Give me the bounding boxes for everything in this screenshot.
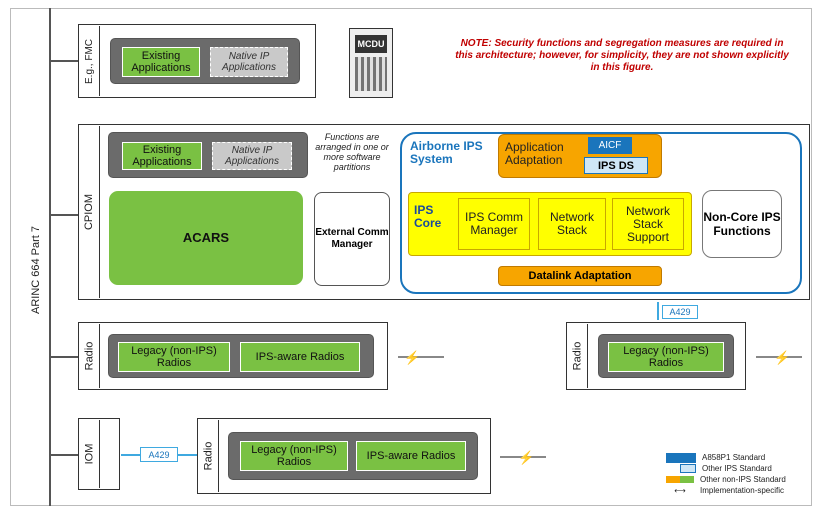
radio3-ips-aware: IPS-aware Radios xyxy=(356,441,466,471)
legend-other-non-ips: Other non-IPS Standard xyxy=(666,474,810,485)
cpiom-native-ip-apps: Native IP Applications xyxy=(212,142,292,170)
bus-connector-fmc xyxy=(50,60,78,62)
app-adaptation-label: Application Adaptation xyxy=(505,140,564,167)
acars-box: ACARS xyxy=(108,190,304,286)
a429-vertical-arrow xyxy=(657,302,659,320)
legend-other-ips-swatch xyxy=(680,464,696,473)
bus-connector-cpiom xyxy=(50,214,78,216)
bus-connector-radio1 xyxy=(50,356,78,358)
radio2-bolt: ⚡ xyxy=(774,350,791,365)
mcdu-device: MCDU xyxy=(349,28,393,98)
radio3-side-label: Radio xyxy=(199,420,219,492)
radio3-legacy: Legacy (non-IPS) Radios xyxy=(240,441,348,471)
network-stack: Network Stack xyxy=(538,198,606,250)
radio1-bolt: ⚡ xyxy=(404,350,421,365)
ips-comm-manager: IPS Comm Manager xyxy=(458,198,530,250)
cpiom-side-label: CPIOM xyxy=(80,126,100,298)
ips-system-title: Airborne IPS System xyxy=(410,139,483,166)
arinc-bus-label: ARINC 664 Part 7 xyxy=(30,225,43,315)
mcdu-screen: MCDU xyxy=(355,35,387,53)
radio1-legacy: Legacy (non-IPS) Radios xyxy=(118,342,230,372)
non-core-ips-functions: Non-Core IPS Functions xyxy=(702,190,782,258)
radio2-side-label: Radio xyxy=(568,324,588,388)
legend: A858P1 Standard Other IPS Standard Other… xyxy=(666,452,810,502)
network-stack-support: Network Stack Support xyxy=(612,198,684,250)
legend-a858: A858P1 Standard xyxy=(666,452,810,463)
radio3-bolt: ⚡ xyxy=(518,450,535,465)
aicf-box: AICF xyxy=(588,137,632,154)
legend-other-ips: Other IPS Standard xyxy=(666,463,810,474)
fmc-existing-apps: Existing Applications xyxy=(122,47,200,77)
radio2-antenna xyxy=(756,356,802,358)
fmc-side-label: E.g., FMC xyxy=(80,26,100,96)
legend-other-non-ips-swatch xyxy=(666,476,694,483)
cpiom-existing-apps: Existing Applications xyxy=(122,142,202,170)
mcdu-keypad xyxy=(355,57,387,91)
radio3-antenna xyxy=(500,456,546,458)
datalink-adaptation: Datalink Adaptation xyxy=(498,266,662,286)
radio1-side-label: Radio xyxy=(80,324,100,388)
legend-a858-swatch xyxy=(666,452,696,463)
radio1-ips-aware: IPS-aware Radios xyxy=(240,342,360,372)
radio2-legacy: Legacy (non-IPS) Radios xyxy=(608,342,724,372)
external-comm-manager: External Comm Manager xyxy=(314,192,390,286)
iom-a429-label: A429 xyxy=(140,447,178,462)
airborne-ips-system xyxy=(400,132,802,294)
ips-ds-box: IPS DS xyxy=(584,157,648,174)
ips-core-label: IPS Core xyxy=(414,203,442,230)
diagram-frame xyxy=(10,8,812,506)
functions-note: Functions are arranged in one or more so… xyxy=(315,132,389,172)
arinc-bus-line xyxy=(49,8,51,506)
security-note: NOTE: Security functions and segregation… xyxy=(455,38,789,73)
legend-impl: ⟷ Implementation-specific xyxy=(666,485,810,496)
a429-vertical-label: A429 xyxy=(662,305,698,319)
iom-side-label: IOM xyxy=(80,420,100,488)
radio1-antenna xyxy=(398,356,444,358)
legend-impl-arrow: ⟷ xyxy=(674,486,686,495)
bus-connector-iom xyxy=(50,454,78,456)
fmc-native-ip-apps: Native IP Applications xyxy=(210,47,288,77)
